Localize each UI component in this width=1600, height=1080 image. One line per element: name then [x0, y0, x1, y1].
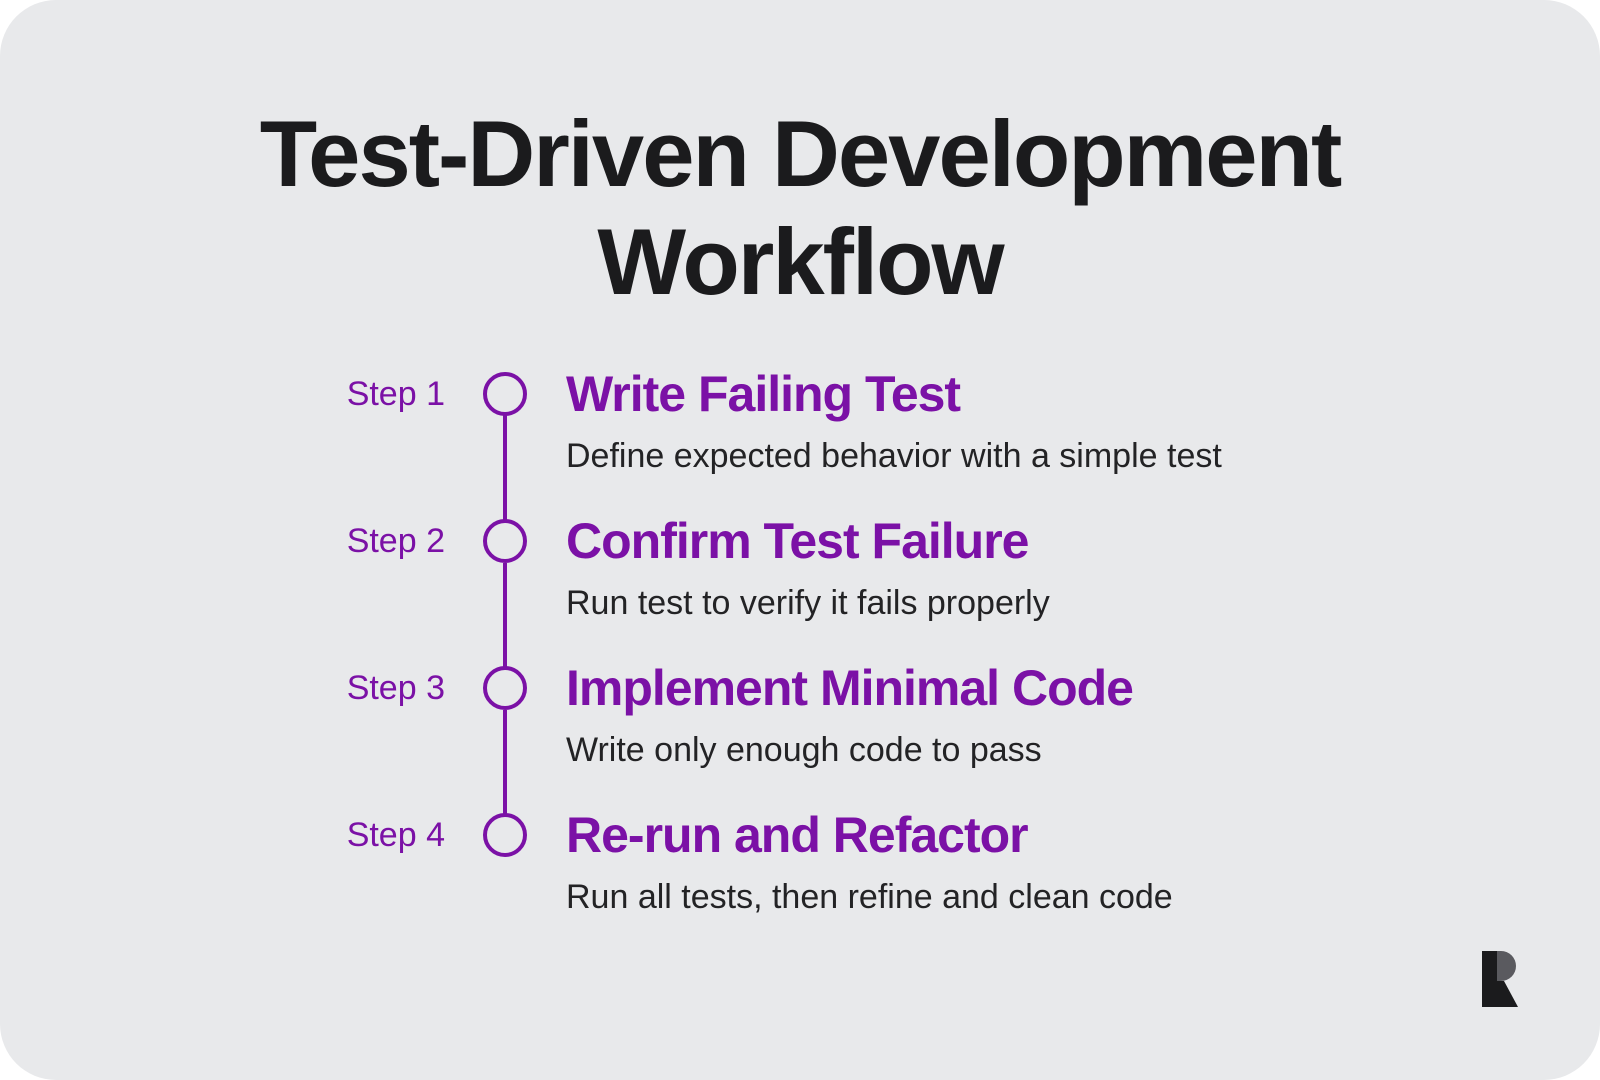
title-line-2: Workflow: [597, 209, 1004, 314]
r-logo-icon: [1482, 951, 1518, 1007]
step-4-node: [483, 813, 527, 857]
step-3-label: Step 3: [346, 669, 445, 707]
title-line-1: Test-Driven Development: [259, 101, 1343, 206]
step-3-heading: Implement Minimal Code: [566, 660, 1134, 716]
step-4-label: Step 4: [346, 816, 445, 854]
step-2-node: [483, 519, 527, 563]
step-1-label: Step 1: [346, 375, 445, 413]
step-2-heading: Confirm Test Failure: [566, 513, 1029, 569]
step-3-description: Write only enough code to pass: [566, 731, 1042, 769]
page-title: Test-Driven Development Workflow: [0, 100, 1600, 316]
step-4-heading: Re-run and Refactor: [566, 807, 1029, 863]
step-2-description: Run test to verify it fails properly: [566, 584, 1050, 622]
step-1-description: Define expected behavior with a simple t…: [566, 437, 1222, 475]
step-2-label: Step 2: [346, 522, 445, 560]
step-4-description: Run all tests, then refine and clean cod…: [566, 878, 1173, 916]
step-1-heading: Write Failing Test: [566, 366, 961, 422]
step-1-node: [483, 372, 527, 416]
step-3-node: [483, 666, 527, 710]
